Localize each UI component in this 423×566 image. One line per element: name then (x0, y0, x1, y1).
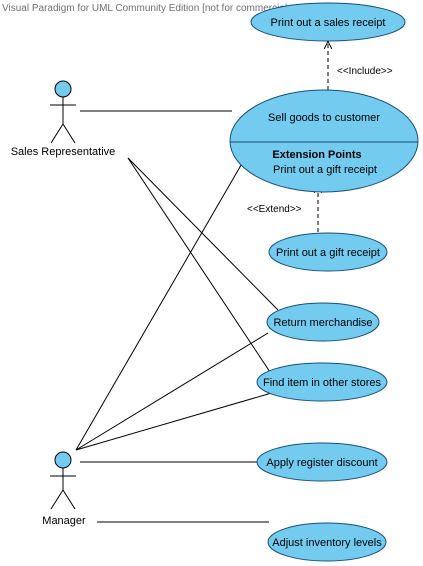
usecase-label: Print out a gift receipt (276, 247, 380, 259)
assoc-manager-sell (75, 159, 245, 451)
usecase-label: Adjust inventory levels (272, 537, 382, 549)
watermark-text: Visual Paradigm for UML Community Editio… (2, 3, 309, 14)
actor-label-sales-rep: Sales Representative (11, 146, 116, 158)
usecase-adjust-inventory[interactable]: Adjust inventory levels (267, 522, 387, 562)
usecase-label: Find item in other stores (263, 377, 381, 389)
usecase-print-sales-receipt[interactable]: Print out a sales receipt (250, 2, 406, 42)
actor-head-icon (54, 451, 72, 469)
usecase-label: Sell goods to customer (268, 112, 380, 124)
actor-label-manager: Manager (42, 515, 86, 527)
assoc-sales-find (127, 157, 271, 373)
usecase-find-item[interactable]: Find item in other stores (256, 362, 388, 402)
usecase-label: Return merchandise (273, 317, 372, 329)
include-stereotype: <<Include>> (337, 66, 393, 77)
usecase-print-gift-receipt[interactable]: Print out a gift receipt (268, 232, 388, 272)
assoc-manager-return (75, 332, 269, 451)
assoc-sales-return (127, 157, 279, 311)
actor-sales-representative[interactable]: Sales Representative (11, 80, 116, 158)
usecase-return-merchandise[interactable]: Return merchandise (266, 302, 380, 342)
extension-point-item: Print out a gift receipt (273, 164, 377, 176)
usecase-sell-goods[interactable]: Sell goods to customer Extension Points … (229, 89, 419, 193)
actor-manager[interactable]: Manager (42, 451, 86, 527)
usecase-apply-discount[interactable]: Apply register discount (256, 442, 388, 482)
assoc-manager-find (75, 391, 276, 451)
usecase-label: Print out a sales receipt (271, 17, 386, 29)
extend-stereotype: <<Extend>> (247, 204, 302, 215)
extension-points-title: Extension Points (272, 149, 361, 161)
usecase-label: Apply register discount (266, 457, 377, 469)
actor-head-icon (54, 80, 72, 98)
